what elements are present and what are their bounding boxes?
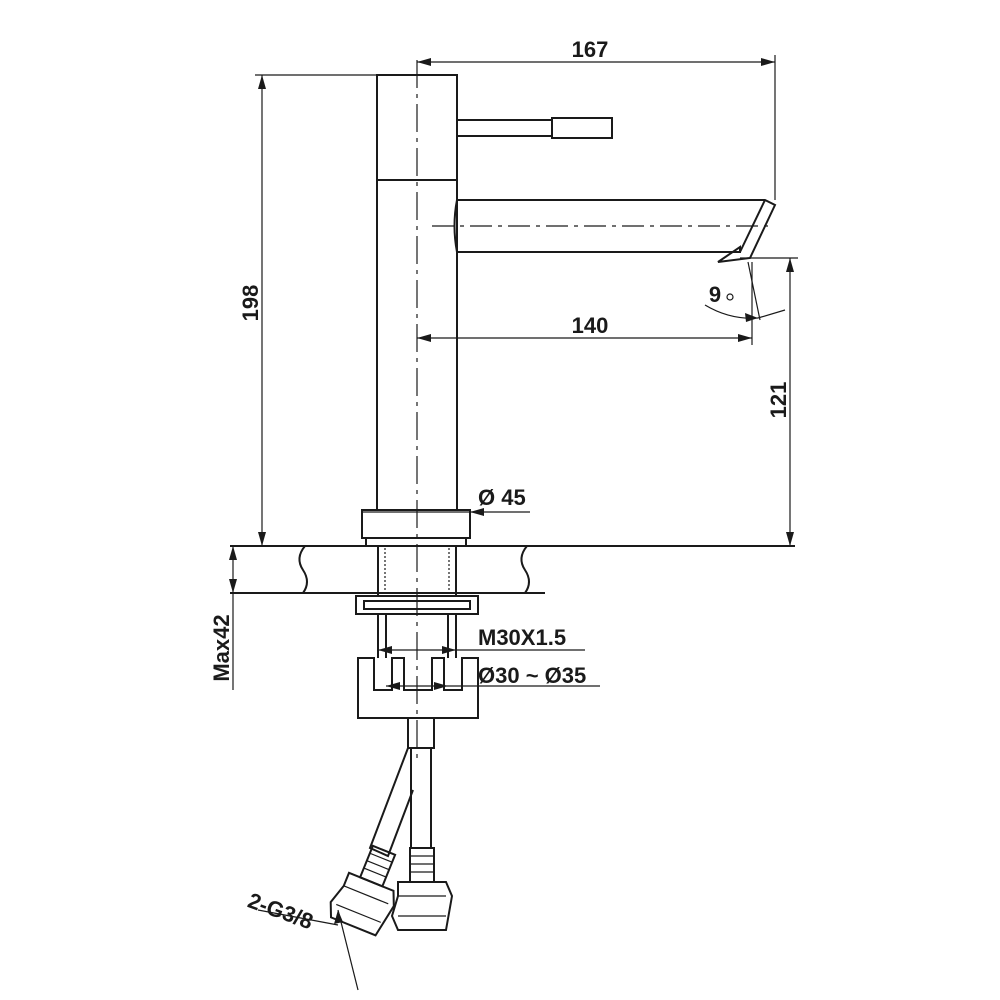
dimension-deck-thickness bbox=[229, 546, 237, 690]
thread-label: M30X1.5 bbox=[478, 625, 566, 650]
hole-diameter-label: Ø30 ~ Ø35 bbox=[478, 663, 586, 688]
spout bbox=[453, 199, 777, 263]
body-diameter-label: Ø 45 bbox=[478, 485, 526, 510]
overall-width-label: 167 bbox=[572, 37, 609, 62]
hose-connection-label: 2-G3/8 bbox=[245, 888, 317, 934]
dimension-spout-height bbox=[740, 257, 798, 546]
faucet-body bbox=[361, 74, 471, 547]
dimension-hole-diameter bbox=[386, 682, 600, 690]
dimension-hose-connection bbox=[257, 909, 359, 991]
dimension-overall-width bbox=[417, 55, 776, 200]
dimension-body-diameter bbox=[362, 508, 530, 516]
deck-thickness-label: Max42 bbox=[209, 614, 234, 681]
overall-height-label: 198 bbox=[238, 285, 263, 322]
spout-height-label: 121 bbox=[766, 382, 791, 419]
mounting-nut bbox=[355, 595, 479, 719]
spout-reach-label: 140 bbox=[572, 313, 609, 338]
dimension-overall-height bbox=[255, 74, 377, 546]
countertop-section bbox=[230, 545, 795, 594]
spout-angle-label: 9 bbox=[709, 282, 721, 307]
dimension-thread bbox=[378, 646, 585, 654]
supply-hoses bbox=[329, 717, 454, 937]
degree-symbol bbox=[726, 293, 734, 301]
lever-handle bbox=[456, 117, 613, 139]
dimension-spout-angle bbox=[704, 261, 786, 322]
dimension-spout-reach bbox=[417, 262, 753, 345]
